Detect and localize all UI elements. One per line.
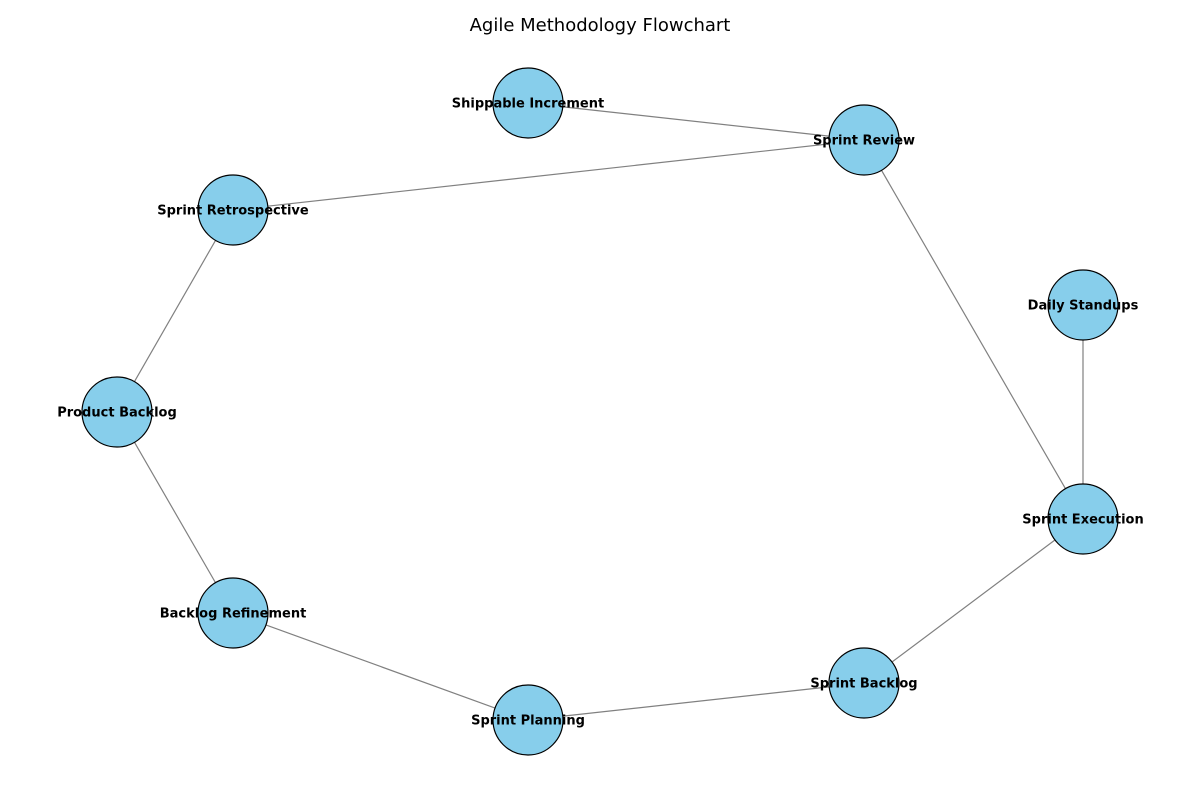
- node-circle-daily-standups: [1047, 269, 1119, 341]
- edges-layer: [116, 102, 1084, 721]
- node-daily-standups: Daily Standups: [1028, 269, 1139, 341]
- node-sprint-review: Sprint Review: [813, 104, 915, 176]
- node-circle-sprint-execution: [1047, 483, 1119, 555]
- node-sprint-retrospective: Sprint Retrospective: [157, 174, 309, 246]
- node-backlog-refinement: Backlog Refinement: [160, 577, 307, 649]
- node-circle-sprint-review: [828, 104, 900, 176]
- node-circle-shippable-increment: [492, 67, 564, 139]
- edge-shippable-increment-to-sprint-review: [527, 102, 865, 141]
- node-label-sprint-planning: Sprint Planning: [471, 714, 585, 729]
- edge-backlog-refinement-to-sprint-planning: [232, 612, 529, 721]
- edge-sprint-backlog-to-sprint-execution: [863, 518, 1084, 684]
- node-sprint-execution: Sprint Execution: [1022, 483, 1144, 555]
- node-circle-sprint-planning: [492, 684, 564, 756]
- node-label-sprint-execution: Sprint Execution: [1022, 513, 1143, 528]
- node-sprint-backlog: Sprint Backlog: [810, 647, 918, 719]
- node-sprint-planning: Sprint Planning: [471, 684, 585, 756]
- node-label-sprint-backlog: Sprint Backlog: [810, 677, 917, 692]
- node-label-sprint-review: Sprint Review: [813, 134, 915, 149]
- node-label-daily-standups: Daily Standups: [1028, 299, 1139, 314]
- node-circle-sprint-backlog: [828, 647, 900, 719]
- node-circle-sprint-retrospective: [197, 174, 269, 246]
- node-circle-backlog-refinement: [197, 577, 269, 649]
- edge-sprint-retrospective-to-product-backlog: [116, 209, 234, 413]
- edge-sprint-retrospective-to-sprint-review: [232, 139, 865, 211]
- node-label-sprint-retrospective: Sprint Retrospective: [157, 204, 309, 219]
- node-label-backlog-refinement: Backlog Refinement: [160, 607, 307, 622]
- diagram-title: Agile Methodology Flowchart: [470, 15, 731, 36]
- node-shippable-increment: Shippable Increment: [452, 67, 604, 139]
- edge-sprint-execution-to-sprint-review: [863, 139, 1084, 520]
- node-product-backlog: Product Backlog: [57, 376, 177, 448]
- node-circle-product-backlog: [81, 376, 153, 448]
- edge-product-backlog-to-backlog-refinement: [116, 411, 234, 614]
- edge-sprint-planning-to-sprint-backlog: [527, 682, 865, 721]
- node-label-product-backlog: Product Backlog: [57, 406, 177, 421]
- node-label-shippable-increment: Shippable Increment: [452, 97, 604, 112]
